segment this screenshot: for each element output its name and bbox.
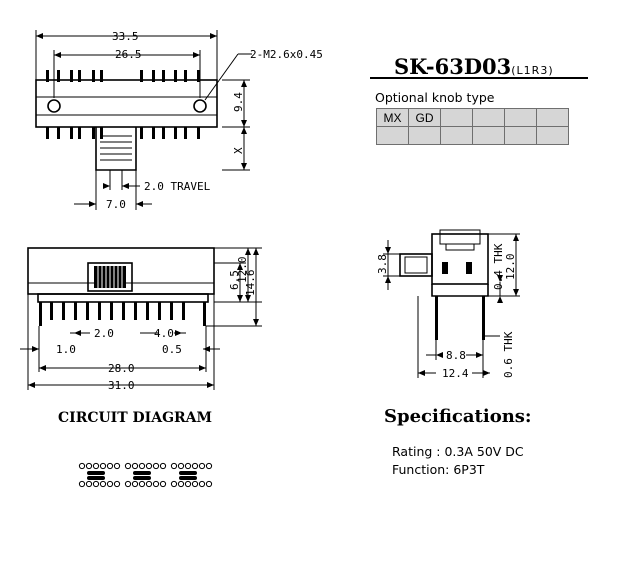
circuit-diagram-title: CIRCUIT DIAGRAM [58, 410, 213, 426]
knob-cell [408, 126, 441, 145]
switch-base [37, 293, 209, 303]
knob-type-label: Optional knob type [375, 90, 495, 105]
dim-overall-length: 33.5 [112, 30, 139, 43]
front-pins [39, 302, 206, 326]
circuit-block-3 [170, 462, 213, 488]
actuator-top [95, 127, 137, 171]
slide-knob [87, 262, 133, 292]
knob-cell [376, 126, 409, 145]
model-suffix: (L1R3) [511, 64, 554, 77]
switch-body-top [35, 79, 218, 128]
mounting-hole-right [193, 99, 207, 113]
dim-left-offset: 1.0 [56, 343, 76, 356]
dim-knob-height: 6.5 [228, 270, 241, 290]
dim-right-offset: 0.5 [162, 343, 182, 356]
actuator-ribs [100, 135, 132, 161]
dim-overall-width: 31.0 [108, 379, 135, 392]
spec-rating: Rating : 0.3A 50V DC [392, 444, 524, 459]
circuit-block-1 [78, 462, 121, 488]
mounting-hole-left [47, 99, 61, 113]
front-view: 2.0 4.0 1.0 0.5 28.0 31.0 6.5 [20, 247, 262, 392]
hole-note: 2-M2.6x0.45 [250, 48, 323, 61]
dim-hole-distance: 26.5 [115, 48, 142, 61]
top-pins-upper [46, 70, 200, 82]
top-view: 33.5 26.5 [35, 30, 323, 211]
knob-cell [504, 126, 537, 145]
side-actuator [399, 253, 433, 277]
dim-x: X [232, 147, 245, 154]
model-name: SK-63D03 [394, 54, 512, 79]
knob-row: MX GD [376, 108, 569, 127]
knob-row [376, 126, 569, 145]
knob-cell [440, 126, 473, 145]
spec-function: Function: 6P3T [392, 462, 485, 477]
model-underline [370, 77, 588, 79]
knob-type-table: MX GD [376, 108, 569, 145]
top-pins-lower [46, 127, 200, 139]
knob-cell [504, 108, 537, 127]
circuit-block-2 [124, 462, 167, 488]
dim-body-height: 12.0 [236, 257, 249, 284]
knob-cell [472, 108, 505, 127]
model-title: SK-63D03(L1R3) [394, 54, 554, 79]
dim-leg-span: 8.8 [446, 349, 466, 362]
dim-pin-span: 28.0 [108, 362, 135, 375]
dim-height: 9.4 [232, 92, 245, 112]
dim-leg-thk: 0.6 THK [502, 331, 515, 378]
knob-cell: GD [408, 108, 441, 127]
dim-travel: 2.0 TRAVEL [144, 180, 211, 193]
dim-actuator-height: 3.8 [376, 254, 389, 274]
dim-side-height: 12.0 [504, 254, 517, 281]
dim-actuator-width: 7.0 [106, 198, 126, 211]
knob-cell [440, 108, 473, 127]
side-view: 3.8 12.0 0.4 THK 0.6 THK 8.8 12.4 [376, 229, 520, 380]
dim-pin-pitch: 2.0 [94, 327, 114, 340]
knob-cell [536, 126, 569, 145]
dim-pin-gap: 4.0 [154, 327, 174, 340]
knob-cell: MX [376, 108, 409, 127]
knob-cell [536, 108, 569, 127]
dim-total-height: 14.6 [244, 270, 257, 297]
knob-cell [472, 126, 505, 145]
dim-plate-thk: 0.4 THK [492, 243, 505, 290]
specifications-title: Specifications: [384, 406, 532, 427]
circuit-diagram [78, 462, 213, 488]
dim-side-width: 12.4 [442, 367, 469, 380]
